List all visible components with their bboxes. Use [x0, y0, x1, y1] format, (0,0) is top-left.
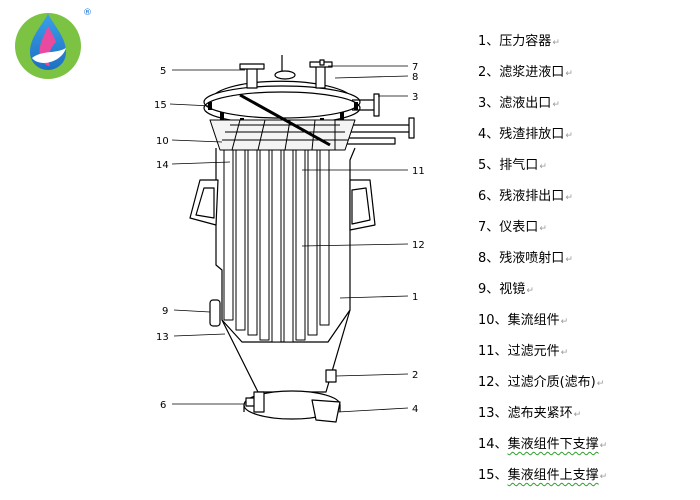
filter-elements [223, 149, 330, 343]
legend-item: 12、过滤介质(滤布)↵ [478, 375, 605, 390]
callout-9: 9 [162, 306, 168, 317]
component-legend: 1、压力容器↵ 2、滤浆进液口↵ 3、滤液出口↵ 4、残渣排放口↵ 5、排气口↵… [478, 32, 693, 497]
callout-10: 10 [156, 136, 169, 147]
callout-labels: 5 7 8 3 15 10 14 11 12 1 9 13 2 6 4 [154, 62, 425, 415]
callout-15: 15 [154, 100, 167, 111]
filtrate-outlet [345, 93, 415, 145]
vent-nozzle [239, 63, 265, 89]
legend-item: 8、残液喷射口↵ [478, 251, 573, 266]
callout-14: 14 [156, 160, 169, 171]
collector-grid [209, 93, 356, 151]
callout-1: 1 [412, 292, 418, 303]
residue-outlet [311, 399, 341, 423]
logo-wave-white [32, 48, 66, 63]
registered-mark: ® [83, 8, 92, 18]
callout-3: 3 [412, 92, 418, 103]
sight-glass [209, 299, 221, 327]
callout-7: 7 [412, 62, 418, 73]
legend-item: 1、压力容器↵ [478, 34, 560, 49]
legend-item: 7、仪表口↵ [478, 220, 547, 235]
legend-item: 9、视镜↵ [478, 282, 534, 297]
callout-6: 6 [160, 400, 166, 411]
legend-item: 14、集液组件下支撑↵ [478, 437, 608, 452]
drain-nozzle [245, 391, 265, 413]
vessel-top-flange [203, 85, 361, 119]
callout-11: 11 [412, 166, 425, 177]
callout-13: 13 [156, 332, 169, 343]
legend-item: 5、排气口↵ [478, 158, 547, 173]
support-bracket-right [349, 179, 376, 231]
legend-item: 2、滤浆进液口↵ [478, 65, 573, 80]
legend-item: 15、集液组件上支撑↵ [478, 468, 608, 483]
legend-item: 6、残液排出口↵ [478, 189, 573, 204]
legend-item: 3、滤液出口↵ [478, 96, 560, 111]
callout-2: 2 [412, 370, 418, 381]
instrument-nozzle [309, 59, 333, 89]
legend-item: 4、残渣排放口↵ [478, 127, 573, 142]
legend-item: 10、集流组件↵ [478, 313, 569, 328]
callout-5: 5 [160, 66, 166, 77]
callout-12: 12 [412, 240, 425, 251]
support-bracket-left [189, 179, 219, 226]
callout-8: 8 [412, 72, 418, 83]
callout-4: 4 [412, 404, 418, 415]
legend-item: 13、滤布夹紧环↵ [478, 406, 582, 421]
filter-vessel-diagram: 5 7 8 3 15 10 14 11 12 1 9 13 2 6 4 [154, 55, 425, 423]
legend-item: 11、过滤元件↵ [478, 344, 569, 359]
company-logo [15, 13, 81, 79]
slurry-inlet [325, 369, 337, 383]
